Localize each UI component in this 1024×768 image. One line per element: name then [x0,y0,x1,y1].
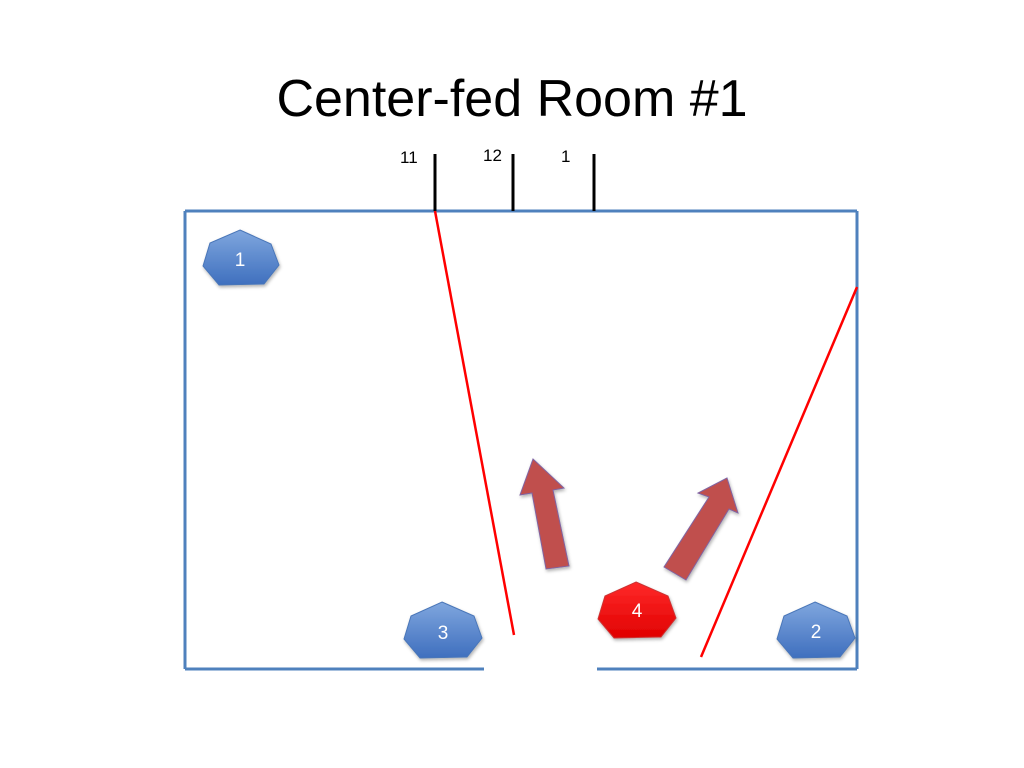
clock-label-11: 11 [400,148,418,167]
marker-3: 3 [403,601,483,659]
marker-3-label: 3 [438,623,449,644]
clock-label-1: 1 [561,147,570,166]
sector-line-right [699,286,859,658]
marker-1: 1 [202,229,280,286]
sector-line-left [433,210,516,636]
marker-1-label: 1 [235,250,246,271]
marker-3-shape [403,601,483,659]
movement-arrows [519,458,739,581]
marker-4-label: 4 [632,601,643,622]
marker-2-label: 2 [811,622,822,643]
marker-1-shape [202,229,280,286]
clock-label-12: 12 [483,146,502,165]
marker-4: 4 [597,581,677,639]
marker-2-shape [776,601,856,659]
arrow-left [519,458,570,570]
slide-title: Center-fed Room #1 [276,70,748,128]
marker-4-shape [597,581,677,639]
marker-2: 2 [776,601,856,659]
sector-lines [433,210,859,658]
arrow-right [663,477,739,581]
clock-ticks [433,154,596,211]
room-walls [183,209,859,671]
